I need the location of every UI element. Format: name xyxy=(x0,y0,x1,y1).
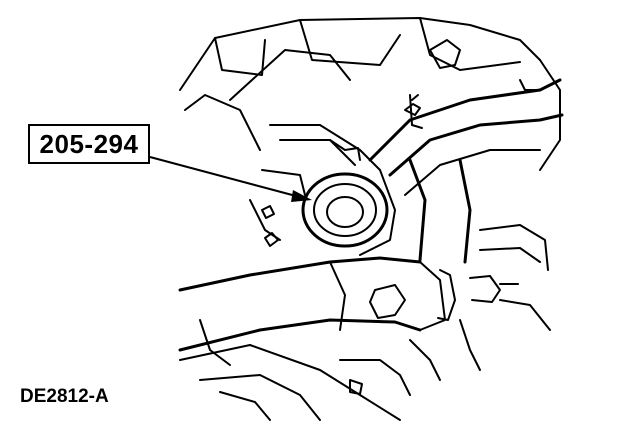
tool-number-label: 205-294 xyxy=(39,128,139,159)
figure-id: DE2812-A xyxy=(20,386,109,407)
tool-number-callout: 205-294 xyxy=(28,124,150,164)
